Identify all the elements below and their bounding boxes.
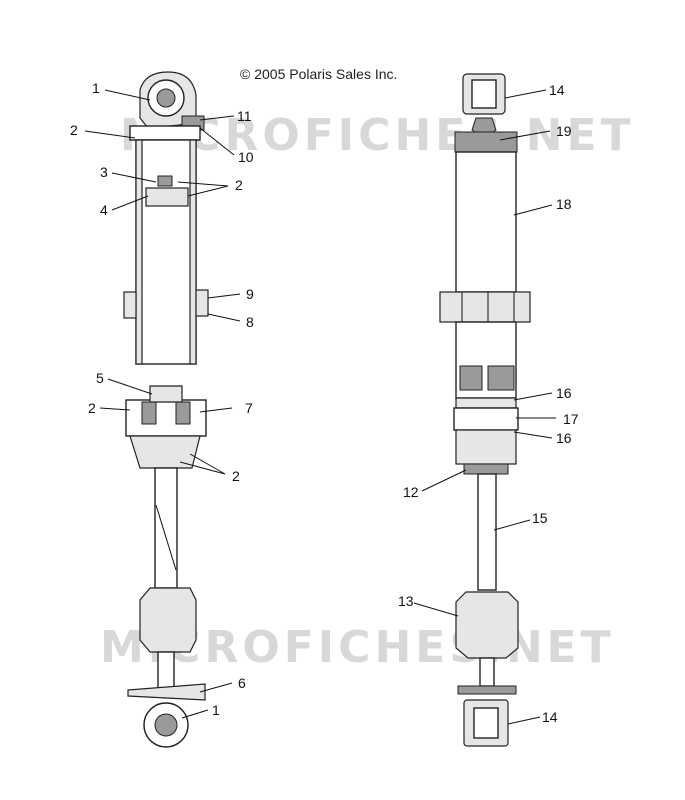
top-mount-bushing [471, 79, 497, 109]
body-upper [455, 151, 517, 293]
adjuster-ring [439, 291, 531, 323]
floating-piston [145, 187, 189, 207]
collar-left [123, 291, 137, 319]
callout-label: 8 [246, 314, 254, 330]
callout-label: 1 [212, 702, 220, 718]
shaft-upper [154, 467, 178, 589]
right-shock-exterior [439, 73, 531, 747]
right-leaders [413, 89, 556, 725]
callout-label: 16 [556, 430, 572, 446]
callout-label: 15 [532, 510, 548, 526]
callout-label: 10 [238, 149, 254, 165]
collar-right [195, 289, 209, 317]
callout-label: 3 [100, 164, 108, 180]
bottom-seal [463, 463, 509, 475]
left-shock-cutaway [123, 71, 209, 748]
callout-label: 9 [246, 286, 254, 302]
logo-right [487, 365, 515, 391]
bottom-mount-bushing [473, 707, 499, 739]
body-wall-left [135, 139, 143, 365]
piston-top [149, 385, 183, 403]
callout-label: 17 [563, 411, 579, 427]
collar-lower [455, 429, 517, 465]
callout-label: 6 [238, 675, 246, 691]
callout-label: 2 [88, 400, 96, 416]
bump-stop [139, 587, 197, 653]
seal-head [125, 399, 207, 437]
callout-label: 16 [556, 385, 572, 401]
lower-washer [457, 685, 517, 695]
collar-upper [455, 397, 517, 409]
callout-label: 14 [549, 82, 565, 98]
bottom-eyelet-bushing [154, 713, 178, 737]
callout-label: 1 [92, 80, 100, 96]
callout-label: 7 [245, 400, 253, 416]
lower-washer [127, 683, 206, 701]
shock-body [135, 139, 197, 365]
callout-label: 11 [237, 108, 252, 124]
shaft [477, 473, 497, 591]
top-cap [129, 125, 201, 141]
seal-head-left [141, 401, 157, 425]
logo-left [459, 365, 483, 391]
shaft-lower [157, 651, 175, 689]
callout-label: 14 [542, 709, 558, 725]
shaft-lower [479, 657, 495, 687]
bearing-cap [129, 435, 201, 469]
top-eyelet-bushing [156, 88, 176, 108]
callout-label: 2 [70, 122, 78, 138]
left-leaders [84, 89, 241, 719]
callout-label: 4 [100, 202, 108, 218]
bump-stop [455, 591, 519, 659]
callout-label: 2 [235, 177, 243, 193]
callout-label: 12 [403, 484, 419, 500]
callout-label: 2 [232, 468, 240, 484]
seal-housing [453, 407, 519, 431]
copyright-notice: © 2005 Polaris Sales Inc. [240, 66, 398, 82]
piston-valve [157, 175, 173, 187]
callout-label: 13 [398, 593, 414, 609]
body-wall-right [189, 139, 197, 365]
seal-head-right [175, 401, 191, 425]
shaft-hatch [155, 504, 177, 571]
top-cap-ring [454, 131, 518, 153]
callout-label: 19 [556, 123, 572, 139]
callout-label: 18 [556, 196, 572, 212]
watermark-top: MICROFICHES.NET [120, 110, 635, 161]
callout-label: 5 [96, 370, 104, 386]
